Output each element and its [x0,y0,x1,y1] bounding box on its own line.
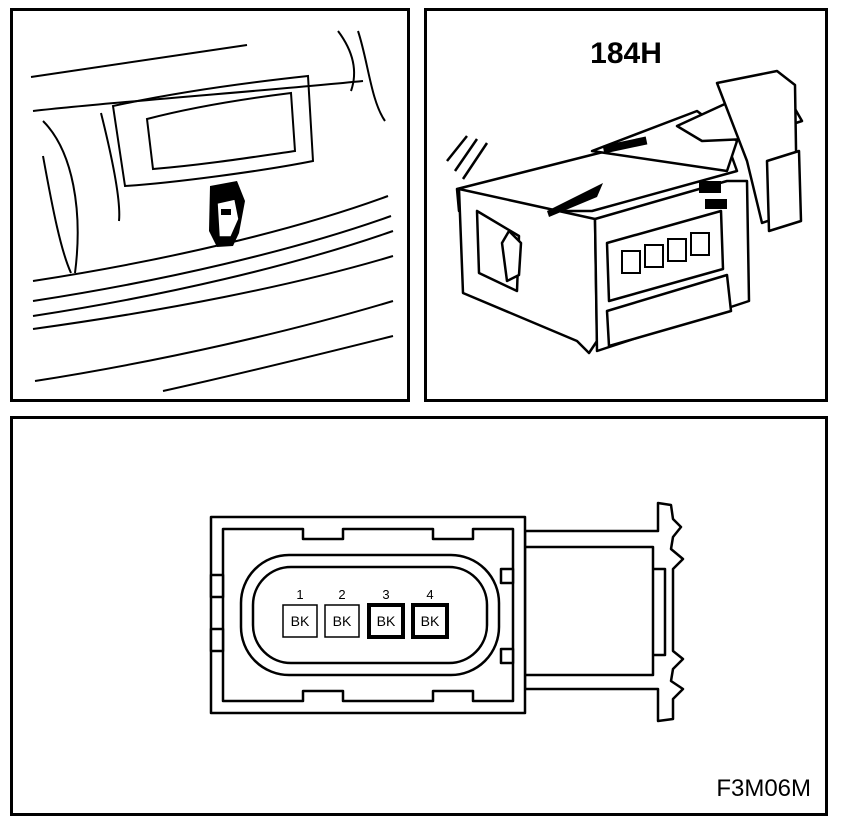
connector-id-label: 184H [590,37,662,70]
pin-number: 4 [426,587,433,602]
vehicle-rear-illustration [30,30,394,392]
cavity [667,238,687,262]
pin-wire-color: BK [333,613,352,629]
connector-isometric-illustration [446,69,804,355]
pin-number: 3 [382,587,389,602]
pin-4: 4 BK [411,587,449,639]
location-view-panel [10,8,410,402]
pin-number: 1 [296,587,303,602]
pin-1: 1 BK [282,587,318,638]
pin-2: 2 BK [324,587,360,638]
connector-isometric-panel: 184H [424,8,828,402]
pin-3: 3 BK [367,587,405,639]
connector-location-marker [209,181,245,247]
cavity [644,244,664,268]
cavity [621,250,641,274]
pin-wire-color: BK [377,613,396,629]
cavity [690,232,710,256]
pin-wire-color: BK [291,613,310,629]
pin-wire-color: BK [421,613,440,629]
figure-code: F3M06M [716,775,811,802]
connector-face-diagram: 1 BK 2 BK 3 BK 4 BK [209,501,685,723]
pin-number: 2 [338,587,345,602]
connector-face-panel: 1 BK 2 BK 3 BK 4 BK F3M06M [10,416,828,816]
